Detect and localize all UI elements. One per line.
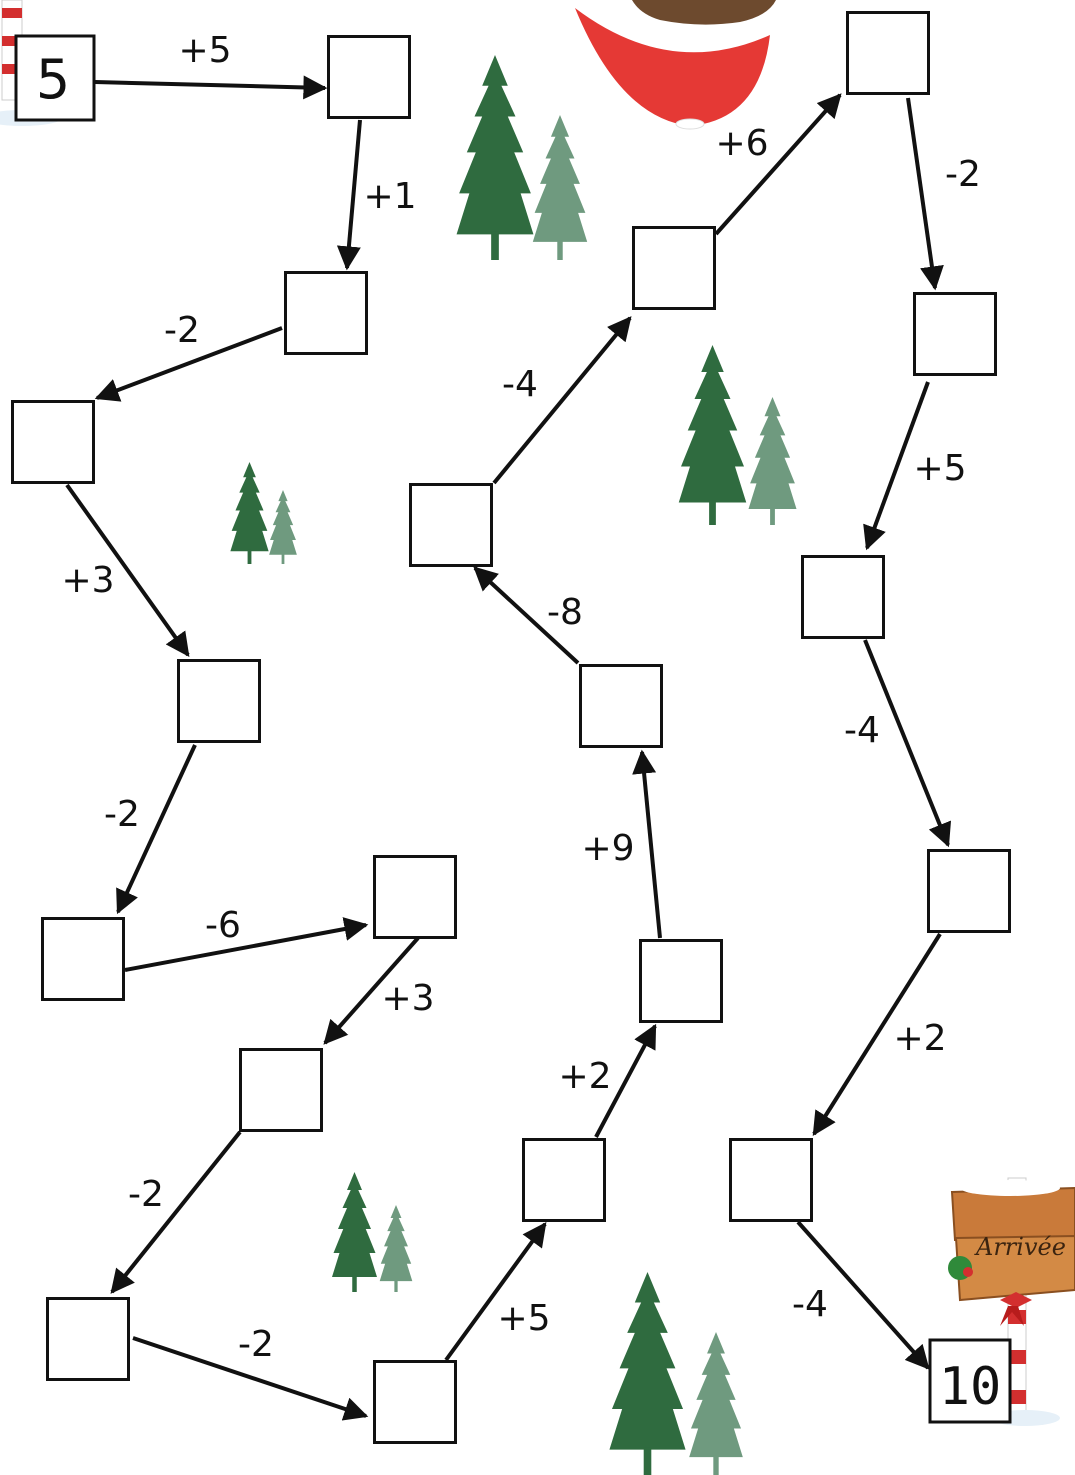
operation-label-op2: +1: [363, 176, 416, 217]
path-arrow-1: [95, 82, 325, 88]
answer-box-13[interactable]: [409, 483, 493, 567]
answer-box-14[interactable]: [632, 226, 716, 310]
operation-label-op1: +5: [178, 30, 231, 71]
pine-trees-icon: [679, 345, 797, 525]
operation-label-op10: +5: [497, 1298, 550, 1339]
answer-box-15[interactable]: [846, 11, 930, 95]
operation-label-op13: -8: [547, 592, 583, 633]
operation-label-op16: -2: [945, 154, 981, 195]
path-arrow-12: [642, 752, 660, 938]
answer-box-17[interactable]: [801, 555, 885, 639]
operation-label-op15: +6: [715, 123, 768, 164]
answer-box-8[interactable]: [46, 1297, 130, 1381]
operation-label-op7: +3: [381, 978, 434, 1019]
operation-label-op12: +9: [581, 828, 634, 869]
answer-box-19[interactable]: [729, 1138, 813, 1222]
answer-box-5[interactable]: [41, 917, 125, 1001]
path-arrow-6: [125, 925, 366, 970]
answer-box-9[interactable]: [373, 1360, 457, 1444]
answer-box-6[interactable]: [373, 855, 457, 939]
operation-label-op6: -6: [205, 905, 241, 946]
operation-label-op11: +2: [558, 1056, 611, 1097]
answer-box-1[interactable]: [327, 35, 411, 119]
operation-label-op14: -4: [502, 364, 538, 405]
end-value: 10: [939, 1357, 1002, 1417]
answer-box-2[interactable]: [284, 271, 368, 355]
answer-box-3[interactable]: [11, 400, 95, 484]
path-arrow-10: [446, 1224, 545, 1360]
start-value: 5: [36, 48, 70, 111]
operation-label-op20: -4: [792, 1284, 828, 1325]
operation-label-op5: -2: [104, 794, 140, 835]
santa-beard-icon: [575, 0, 776, 129]
answer-box-10[interactable]: [522, 1138, 606, 1222]
operation-label-op18: -4: [844, 710, 880, 751]
path-arrow-16: [908, 98, 935, 288]
answer-box-18[interactable]: [927, 849, 1011, 933]
pine-trees-icon: [332, 1172, 412, 1292]
operation-label-op9: -2: [238, 1324, 274, 1365]
finish-sign-label: Arrivée: [974, 1233, 1066, 1261]
answer-box-16[interactable]: [913, 292, 997, 376]
pine-trees-icon: [457, 55, 588, 260]
path-arrows: [67, 82, 948, 1416]
pine-trees-icon: [230, 462, 297, 564]
pine-trees-icon: [609, 1272, 742, 1475]
operation-label-op19: +2: [893, 1018, 946, 1059]
answer-box-11[interactable]: [639, 939, 723, 1023]
answer-box-12[interactable]: [579, 664, 663, 748]
answer-box-4[interactable]: [177, 659, 261, 743]
operation-label-op4: +3: [61, 560, 114, 601]
answer-box-7[interactable]: [239, 1048, 323, 1132]
path-arrow-15: [716, 95, 840, 234]
path-arrow-2: [347, 120, 360, 268]
operation-label-op17: +5: [913, 448, 966, 489]
operation-label-op8: -2: [128, 1174, 164, 1215]
operation-label-op3: -2: [164, 310, 200, 351]
